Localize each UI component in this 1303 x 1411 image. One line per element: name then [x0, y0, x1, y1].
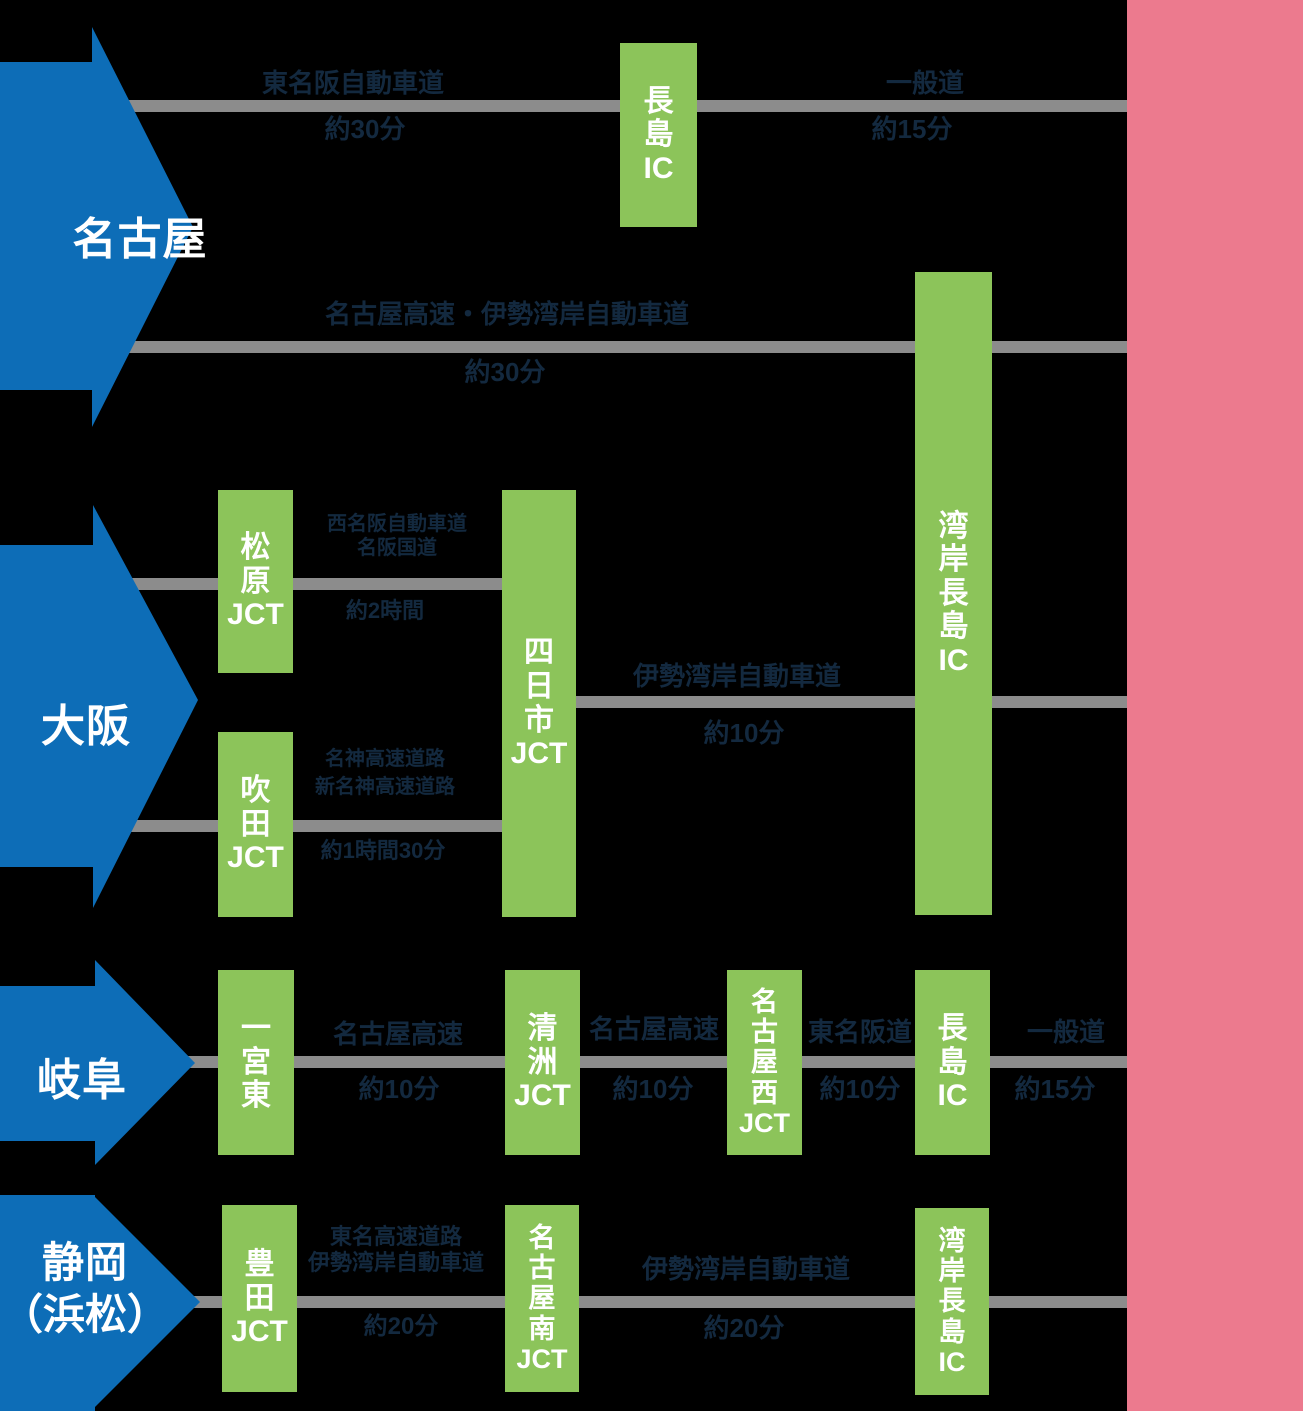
road-name-nagoya-2: 名古屋高速・伊勢湾岸自動車道: [324, 299, 690, 329]
road-name-matsubara-2: 名阪国道: [357, 537, 437, 559]
road-name-kiyosu: 名古屋高速: [588, 1014, 720, 1044]
road-line-yokkaichi: [540, 696, 1127, 708]
origin-label-shizuoka-sub: （浜松）: [0, 1291, 169, 1338]
destination-bar: [1127, 0, 1303, 1411]
road-name-nagashima-exit-2: 一般道: [1026, 1017, 1106, 1047]
road-name-yokkaichi: 伊勢湾岸自動車道: [632, 661, 842, 691]
time-nagashima-exit-1: 約15分: [871, 114, 953, 144]
road-name-nagashima-exit-1: 一般道: [885, 68, 965, 98]
time-nagoya-nishi: 約10分: [819, 1074, 901, 1104]
time-toyota: 約20分: [363, 1313, 439, 1340]
node-ichinomiya-higashi: 一宮東: [218, 970, 294, 1155]
road-line-nagoya-1: [0, 100, 1127, 112]
road-name-matsubara-1: 西名阪自動車道: [327, 513, 467, 535]
road-name-suita-2: 新名神高速道路: [315, 776, 455, 798]
time-nagoya-1: 約30分: [324, 114, 406, 144]
time-ichinomiya: 約10分: [358, 1074, 440, 1104]
time-nagoya-minami: 約20分: [703, 1313, 785, 1343]
origin-label-osaka: 大阪: [41, 702, 131, 751]
road-name-toyota-2: 伊勢湾岸自動車道: [307, 1250, 485, 1275]
time-kiyosu: 約10分: [612, 1074, 694, 1104]
origin-label-gifu: 岐阜: [37, 1056, 127, 1105]
road-name-suita-1: 名神高速道路: [325, 748, 445, 770]
time-suita: 約1時間30分: [320, 838, 446, 863]
road-name-nagoya-nishi: 東名阪道: [807, 1017, 913, 1047]
origin-label-nagoya: 名古屋: [72, 215, 208, 264]
time-nagoya-2: 約30分: [464, 357, 546, 387]
road-name-nagoya-1: 東名阪自動車道: [261, 68, 445, 98]
time-yokkaichi: 約10分: [703, 718, 785, 748]
road-name-ichinomiya: 名古屋高速: [332, 1019, 464, 1049]
road-name-nagoya-minami: 伊勢湾岸自動車道: [641, 1254, 851, 1284]
road-name-toyota-1: 東名高速道路: [329, 1224, 463, 1249]
origin-label-shizuoka: 静岡: [41, 1239, 128, 1286]
time-nagashima-exit-2: 約15分: [1014, 1074, 1096, 1104]
time-matsubara: 約2時間: [345, 598, 425, 623]
road-line-nagoya-2: [0, 341, 1127, 353]
